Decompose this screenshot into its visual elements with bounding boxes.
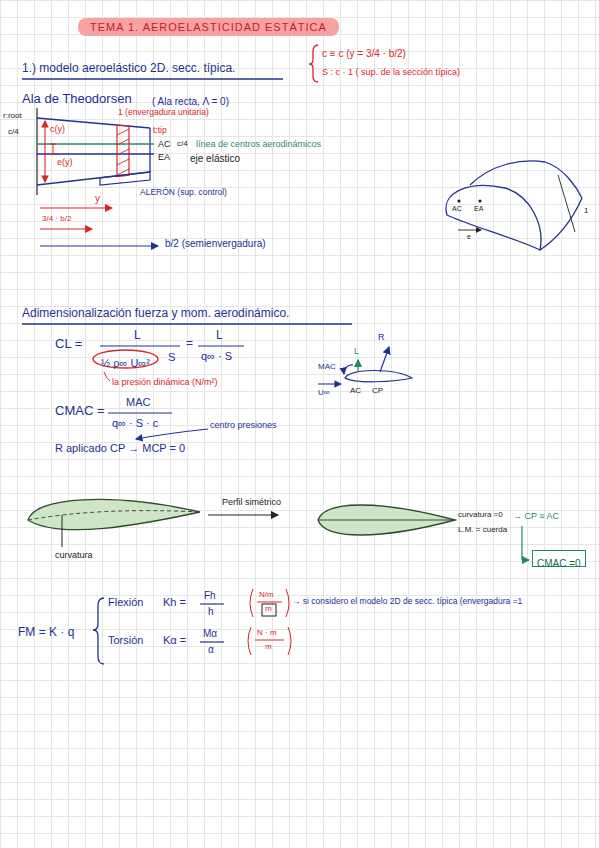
node-text: CMAC =0 xyxy=(537,558,581,569)
section-heading: 1.) modelo aeroelástico 2D. secc. típica… xyxy=(22,62,235,76)
note-text: → si considero el modelo 2D de secc. típ… xyxy=(292,597,522,607)
note-text: CMAC = xyxy=(55,404,104,419)
note-text: CP xyxy=(372,386,383,395)
note-text: centro presiones xyxy=(210,420,277,430)
note-text: MAC xyxy=(318,362,336,371)
strip-label: 1 (envergadura unitaria) xyxy=(118,108,209,118)
axis-label: y xyxy=(95,193,100,205)
dimension-label: b/2 (semienvergadura) xyxy=(165,238,266,250)
axis-label: r:root xyxy=(3,111,22,120)
note-text: m xyxy=(265,604,272,613)
note-text: Fh xyxy=(204,590,216,602)
note-text: la presión dinámica (N/m²) xyxy=(112,377,218,387)
note-text: L xyxy=(134,329,141,343)
note-text: AC xyxy=(350,386,361,395)
formula-note: S : c · 1 ( sup. de la sección típica) xyxy=(322,67,460,77)
note-text: curvatura xyxy=(55,550,93,560)
note-text: L.M. = cuerda xyxy=(458,525,507,534)
dimension-label: c(y) xyxy=(50,124,65,134)
line-note: línea de centros aerodinámicos xyxy=(196,139,321,149)
note-text: U∞ xyxy=(318,388,329,397)
ac-label: AC xyxy=(452,205,462,213)
axis-note: eje elástico xyxy=(190,153,240,165)
circled-term: ½ ρ∞ U∞² xyxy=(92,349,159,369)
span-label: 1 xyxy=(584,206,588,215)
note-text: curvatura =0 xyxy=(458,510,503,519)
ea-label: EA xyxy=(158,152,170,162)
node-text: ½ ρ∞ U∞² xyxy=(101,357,150,369)
note-text: Kα = xyxy=(163,634,186,647)
note-text: N · m xyxy=(257,628,277,637)
note-text: MAC xyxy=(126,396,150,409)
note-text: h xyxy=(208,606,214,618)
note-text: R aplicado CP → MCP = 0 xyxy=(55,442,185,455)
note-text: Perfil simétrico xyxy=(222,497,281,507)
note-text: α xyxy=(208,644,214,656)
chord-fraction: c/4 xyxy=(177,139,188,148)
note-text: → CP ≡ AC xyxy=(513,511,559,521)
note-text: Torsión xyxy=(108,634,143,647)
page-title: TEMA 1. AEROELASTICIDAD ESTÁTICA xyxy=(78,18,339,36)
subheading: Ala de Theodorsen xyxy=(22,92,132,107)
ac-label: AC xyxy=(158,139,171,149)
dimension-label: e xyxy=(467,233,471,241)
section-heading: Adimensionalización fuerza y mom. aerodi… xyxy=(22,307,289,321)
note-text: S xyxy=(168,351,175,364)
note-text: CL = xyxy=(55,337,82,352)
note-text: m xyxy=(265,642,272,651)
note-text: q∞ · S xyxy=(201,350,232,363)
note-text: FM = K · q xyxy=(18,626,74,640)
formula-note: c ≡ c (y = 3/4 · b/2) xyxy=(322,48,406,60)
note-text: Kh = xyxy=(163,596,186,609)
note-text: q∞ · S · c xyxy=(112,417,158,430)
tip-label: t:tip xyxy=(153,126,167,136)
aileron-label: ALERÓN (sup. control) xyxy=(140,188,227,198)
result-box: CMAC =0 xyxy=(532,550,586,567)
note-text: L xyxy=(216,329,223,343)
note-text: L xyxy=(354,346,359,356)
axis-label: c/4 xyxy=(8,127,19,136)
note-text: Mα xyxy=(203,628,217,640)
note-text: Flexión xyxy=(108,596,143,609)
note-text: = xyxy=(186,337,193,351)
dimension-label: 3/4 · b/2 xyxy=(42,214,71,223)
note-text: R xyxy=(378,332,385,342)
note-text: N/m xyxy=(259,590,274,599)
subheading-note: ( Ala recta, Λ = 0) xyxy=(152,96,229,108)
dimension-label: e(y) xyxy=(57,157,73,167)
ea-label: EA xyxy=(474,205,483,213)
